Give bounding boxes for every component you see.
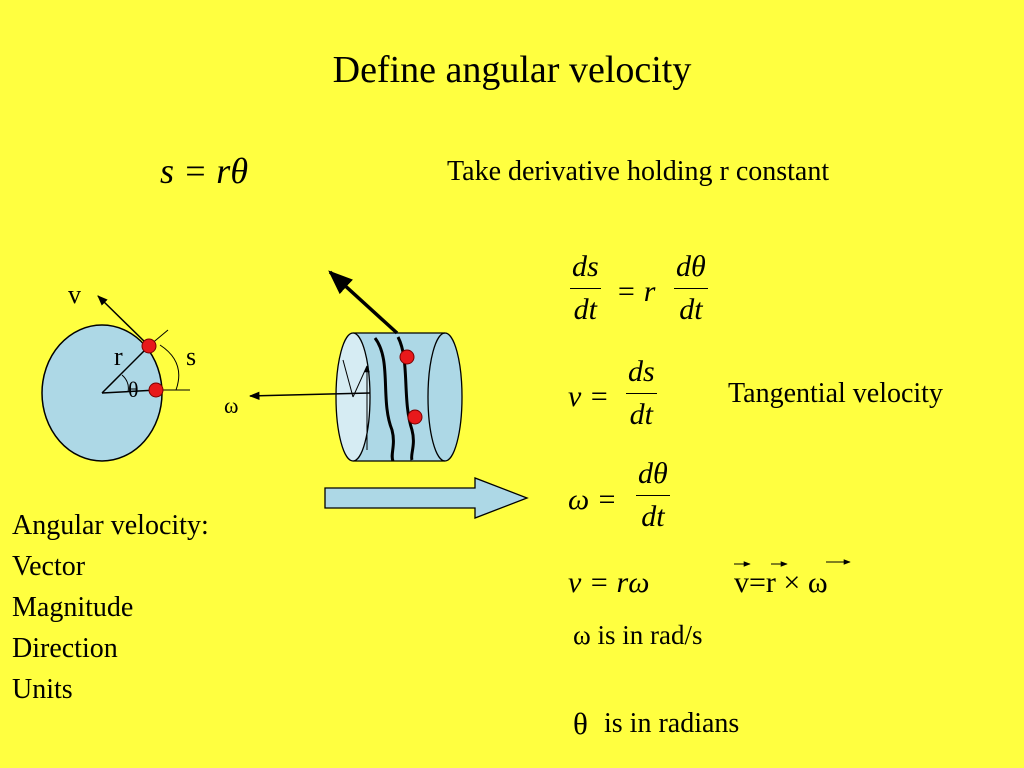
cylinder-end	[427, 332, 463, 462]
derivative-note: Take derivative holding r constant	[447, 156, 830, 187]
slide-title: Define angular velocity	[332, 49, 692, 91]
v-equals-r-omega: v = rω	[568, 566, 650, 599]
velocity-arrow	[97, 295, 149, 346]
list-item: Direction	[12, 633, 118, 664]
disk-diagram	[41, 295, 190, 462]
angular-velocity-list: Angular velocity: Vector Magnitude Direc…	[12, 505, 209, 710]
point-marker	[399, 349, 415, 365]
point-marker	[407, 409, 423, 425]
equals-r: = r	[616, 275, 656, 308]
reference-line	[101, 389, 158, 394]
big-arrow	[324, 477, 529, 519]
cylinder-diagram	[248, 270, 463, 462]
omega-units: ω is in rad/s	[573, 620, 703, 650]
arc-s	[159, 344, 180, 391]
arc-length-equation: s = rθ	[160, 151, 248, 191]
theta-symbol: θ	[573, 706, 588, 741]
label-v: v	[68, 280, 81, 309]
omega-equals: ω =	[568, 483, 617, 516]
v-equals: v =	[568, 380, 610, 413]
stripe	[373, 337, 395, 462]
list-item: Angular velocity:	[12, 510, 209, 541]
label-s: s	[186, 342, 197, 371]
theta-units: is in radians	[604, 708, 740, 739]
point-marker	[141, 338, 157, 354]
tangential-velocity-label: Tangential velocity	[728, 378, 943, 409]
angle-arc	[121, 374, 129, 393]
omega-vector-arrow	[248, 391, 371, 400]
point-marker	[148, 382, 164, 398]
list-item: Vector	[12, 551, 86, 582]
list-item: Magnitude	[12, 592, 134, 623]
radius-line	[101, 344, 151, 394]
label-r: r	[114, 342, 123, 371]
label-omega: ω	[224, 393, 239, 418]
velocity-arrow-3d	[328, 270, 399, 335]
label-theta: θ	[128, 377, 139, 402]
list-item: Units	[12, 674, 73, 705]
cross-product: v=r × ω	[734, 566, 828, 599]
